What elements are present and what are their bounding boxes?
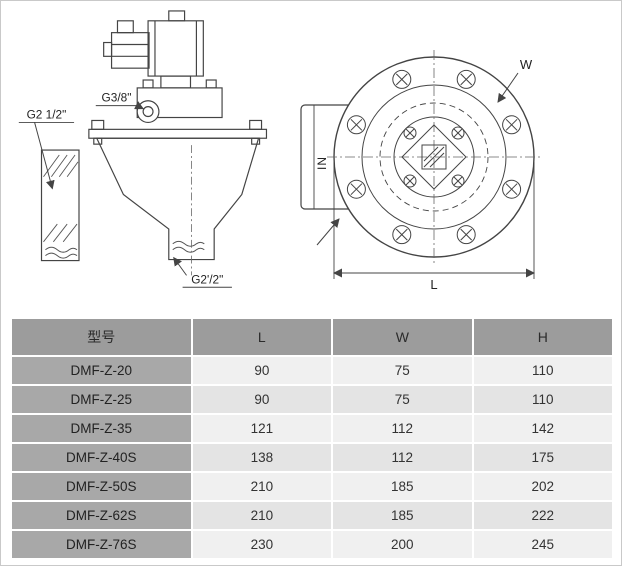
table-header-w: W [331, 317, 474, 357]
valve-side-view-drawing: G3/8" G2 1/2" G2'/2" [18, 10, 268, 288]
table-row: DMF-Z-50S 210 185 202 [10, 471, 615, 502]
cell-h: 175 [471, 442, 615, 473]
cable-gland [116, 20, 134, 34]
table-header-model: 型号 [10, 317, 193, 357]
table-header-l: L [190, 317, 334, 357]
cell-l: 210 [190, 500, 334, 531]
cell-model: DMF-Z-62S [10, 500, 193, 531]
cell-model: DMF-Z-76S [10, 529, 193, 560]
table-header-row: 型号 L W H [10, 317, 615, 357]
diaphragm-flange [88, 128, 268, 139]
valve-front-view-drawing: W L IN [300, 50, 541, 292]
cell-model: DMF-Z-25 [10, 384, 193, 415]
dimensions-table: 型号 L W H DMF-Z-20 90 75 110 DMF-Z-25 90 … [10, 317, 615, 560]
cell-h: 245 [471, 529, 615, 560]
cell-h: 222 [471, 500, 615, 531]
table-row: DMF-Z-40S 138 112 175 [10, 442, 615, 473]
table-row: DMF-Z-62S 210 185 222 [10, 500, 615, 531]
cell-w: 112 [331, 442, 474, 473]
center-mechanism [401, 124, 467, 190]
cell-h: 142 [471, 413, 615, 444]
cell-model: DMF-Z-50S [10, 471, 193, 502]
label-g212-bottom: G2'/2" [191, 272, 223, 286]
table-row: DMF-Z-25 90 75 110 [10, 384, 615, 415]
cell-w: 185 [331, 500, 474, 531]
cell-l: 230 [190, 529, 334, 560]
cell-w: 200 [331, 529, 474, 560]
cell-w: 185 [331, 471, 474, 502]
cell-h: 110 [471, 355, 615, 386]
cell-l: 90 [190, 355, 334, 386]
cell-l: 210 [190, 471, 334, 502]
cell-model: DMF-Z-35 [10, 413, 193, 444]
label-g212: G2 1/2" [27, 107, 67, 121]
table-header-h: H [471, 317, 615, 357]
cell-l: 138 [190, 442, 334, 473]
table-row: DMF-Z-35 121 112 142 [10, 413, 615, 444]
cell-model: DMF-Z-40S [10, 442, 193, 473]
label-g38: G3/8" [102, 91, 132, 105]
label-w: W [520, 57, 533, 72]
table-row: DMF-Z-20 90 75 110 [10, 355, 615, 386]
connector-box [110, 32, 150, 69]
cell-h: 202 [471, 471, 615, 502]
coil-terminal [168, 10, 186, 22]
valve-body [95, 137, 260, 261]
label-l: L [430, 277, 437, 292]
table-row: DMF-Z-76S 230 200 245 [10, 529, 615, 560]
label-in: IN [315, 156, 329, 170]
cell-w: 75 [331, 384, 474, 415]
technical-drawings: G3/8" G2 1/2" G2'/2" [1, 1, 621, 313]
cell-l: 90 [190, 384, 334, 415]
cell-w: 75 [331, 355, 474, 386]
cell-model: DMF-Z-20 [10, 355, 193, 386]
inlet-pipe [40, 149, 80, 262]
solenoid-coil [147, 20, 204, 77]
cell-h: 110 [471, 384, 615, 415]
cell-w: 112 [331, 413, 474, 444]
cell-l: 121 [190, 413, 334, 444]
